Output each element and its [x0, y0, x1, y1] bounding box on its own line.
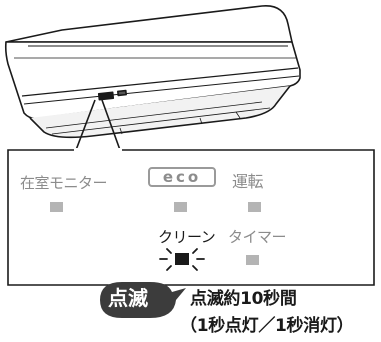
presence-monitor-label: 在室モニター [20, 174, 108, 192]
timer-lamp [246, 255, 259, 265]
eco-label: eco [162, 168, 202, 186]
eco-lamp [174, 202, 187, 212]
blink-rays-icon [159, 248, 205, 271]
blink-badge-label: 点滅 [108, 286, 148, 310]
indicator-panel [7, 149, 375, 286]
presence-monitor-lamp [50, 202, 63, 212]
indoor-unit [4, 5, 301, 139]
operation-lamp [248, 202, 261, 212]
clean-label: クリーン [158, 228, 216, 246]
blink-duration-text: 点滅約10秒間 [190, 289, 297, 309]
operation-label: 運転 [232, 172, 264, 191]
callout-connector [75, 99, 121, 151]
blink-pattern-text: （1秒点灯／1秒消灯） [180, 316, 354, 336]
eco-logo: eco [148, 167, 216, 187]
clean-lamp-blinking [175, 253, 189, 265]
timer-label: タイマー [228, 228, 287, 246]
blink-badge-shape [100, 282, 186, 318]
